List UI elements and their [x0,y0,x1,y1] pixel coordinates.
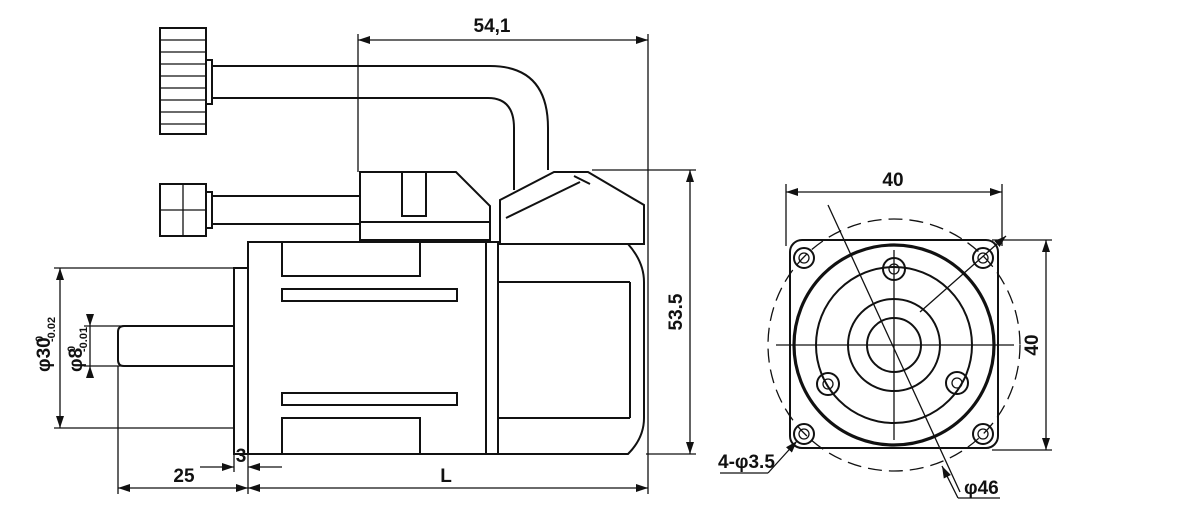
dim-body-length-text: L [440,466,452,487]
dim-shaft-lower-tol: -0.01 [78,327,90,352]
corner-holes [793,247,994,445]
front-view: 40 40 4-φ3.5 φ46 [718,170,1052,499]
dim-overall-length: 54,1 [357,16,649,454]
dim-shaft-length: 25 [118,466,248,492]
dim-front-height: 40 [992,239,1052,451]
dim-flange-lower-tol: -0.02 [46,317,58,342]
dim-front-width: 40 [785,170,1003,246]
dim-shaft-diameter-text: φ8 [66,348,87,372]
encoder-cover [499,171,645,245]
leader-bolt-holes-text: 4-φ3.5 [718,452,775,473]
inner-holes [816,257,969,396]
dim-flange-thickness-text: 3 [236,446,247,467]
motor-shaft [117,325,234,367]
large-connector-plug [159,27,207,135]
dim-overall-length-text: 54,1 [474,16,511,37]
upper-cable [201,59,549,190]
dim-height: 53.5 [592,169,696,455]
dim-front-width-text: 40 [882,170,903,191]
dim-flange-thickness: 3 [200,446,282,472]
square-flange-plate [789,239,999,449]
dim-flange-upper-tol: 0 [34,336,46,342]
dim-flange-diameter: φ30 0 -0.02 [34,267,234,429]
dim-height-text: 53.5 [666,293,687,330]
dim-shaft-upper-tol: 0 [66,346,78,352]
leader-bolt-circle: φ46 [941,465,1000,499]
leader-bolt-holes: 4-φ3.5 [718,440,798,474]
dim-shaft-diameter: φ8 0 -0.01 [66,314,124,378]
mounting-flange [233,267,249,455]
side-view: 54,1 53.5 φ30 0 -0.02 [34,16,696,494]
lower-cable [203,191,360,229]
leader-bolt-circle-text: φ46 [964,478,999,499]
bolt-circle [767,218,1021,472]
small-connector-plug [159,183,207,237]
dim-shaft-length-text: 25 [173,466,195,487]
dim-body-length: L [248,454,649,494]
motor-body [247,241,499,455]
rear-housing [497,243,645,455]
dim-flange-diameter-text: φ30 [34,337,55,372]
dim-front-height-text: 40 [1022,334,1043,355]
cable-gland [359,171,491,241]
